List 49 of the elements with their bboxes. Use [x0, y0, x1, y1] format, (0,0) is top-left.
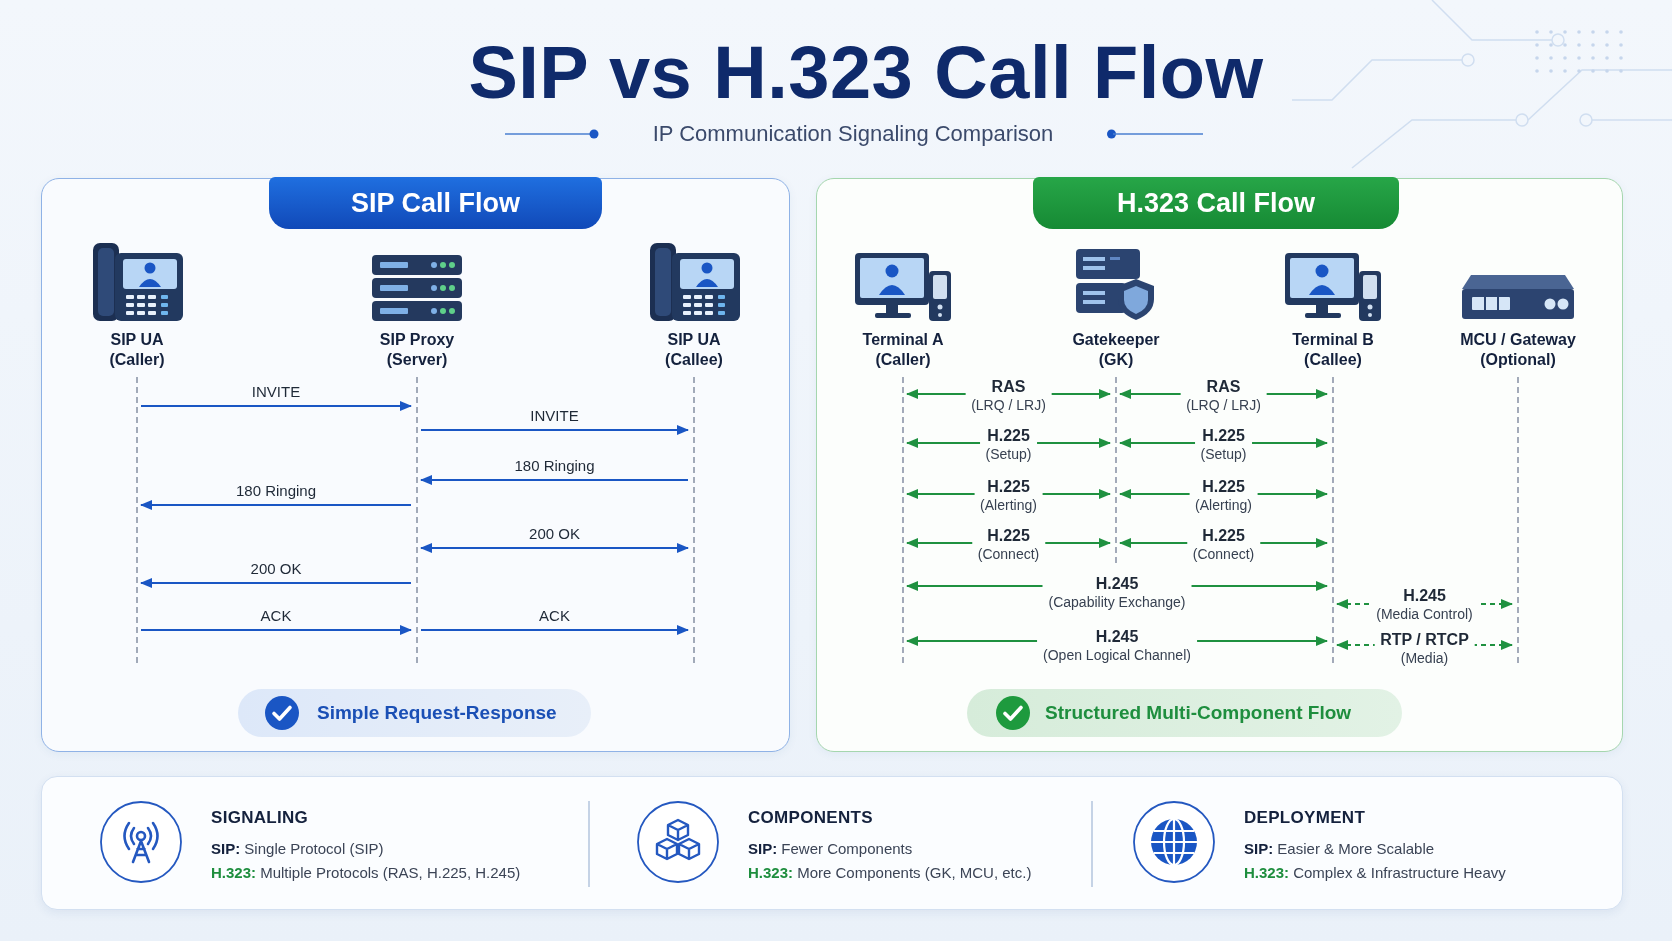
panel-heading: H.323 Call Flow: [1115, 187, 1317, 219]
section-heading: COMPONENTS: [748, 808, 873, 828]
message-arrow: [420, 625, 689, 635]
message-arrow: [140, 625, 412, 635]
message-arrow: [140, 500, 412, 510]
message-label: RAS (LRQ / LRJ): [965, 378, 1052, 414]
participant-label: Terminal A (Caller): [861, 330, 945, 370]
message-label: H.225 (Connect): [971, 527, 1046, 563]
heading-tab: [1033, 177, 1399, 229]
message-arrow: [420, 543, 689, 553]
summary-text: Structured Multi-Component Flow: [1045, 701, 1352, 725]
section-heading: DEPLOYMENT: [1244, 808, 1366, 828]
comparison-text: SIP: Fewer Components: [748, 839, 913, 859]
participant-label: Terminal B (Callee): [1291, 330, 1375, 370]
participant-label: Gatekeeper (GK): [1071, 330, 1161, 370]
participant-label: MCU / Gateway (Optional): [1459, 330, 1577, 370]
summary-card: [41, 776, 1623, 910]
message-label: RAS (LRQ / LRJ): [1180, 378, 1267, 414]
flow-panel: [816, 178, 1623, 752]
participant-label: SIP UA (Callee): [664, 330, 724, 370]
subtitle: IP Communication Signaling Comparison: [652, 121, 1054, 147]
message-arrow: [140, 401, 412, 411]
message-label: H.225 (Alerting): [974, 478, 1043, 514]
message-arrow: [140, 578, 412, 588]
participant-label: SIP UA (Caller): [108, 330, 166, 370]
message-label: H.225 (Connect): [1186, 527, 1261, 563]
comparison-text: SIP: Single Protocol (SIP): [211, 839, 384, 859]
message-label: RTP / RTCP (Media): [1374, 631, 1475, 667]
message-label: H.225 (Setup): [979, 427, 1038, 463]
message-label: H.245 (Media Control): [1370, 587, 1479, 623]
message-label: H.225 (Alerting): [1189, 478, 1258, 514]
comparison-text: H.323: More Components (GK, MCU, etc.): [748, 863, 1032, 883]
heading-tab: [269, 177, 602, 229]
comparison-text: H.323: Multiple Protocols (RAS, H.225, H.245): [211, 863, 521, 883]
page-title: SIP vs H.323 Call Flow: [468, 36, 1264, 110]
summary-text: Simple Request-Response: [317, 701, 557, 725]
message-label: H.245 (Open Logical Channel): [1037, 628, 1197, 664]
summary-pill: [238, 689, 591, 737]
message-arrow: [420, 475, 689, 485]
flow-panel: [41, 178, 790, 752]
message-arrow: [420, 425, 689, 435]
message-label: H.245 (Capability Exchange): [1042, 575, 1192, 611]
summary-pill: [967, 689, 1402, 737]
comparison-text: SIP: Easier & More Scalable: [1244, 839, 1435, 859]
panel-heading: SIP Call Flow: [349, 187, 521, 219]
participant-label: SIP Proxy (Server): [378, 330, 456, 370]
message-label: H.225 (Setup): [1194, 427, 1253, 463]
comparison-text: H.323: Complex & Infrastructure Heavy: [1244, 863, 1506, 883]
section-heading: SIGNALING: [211, 808, 309, 828]
